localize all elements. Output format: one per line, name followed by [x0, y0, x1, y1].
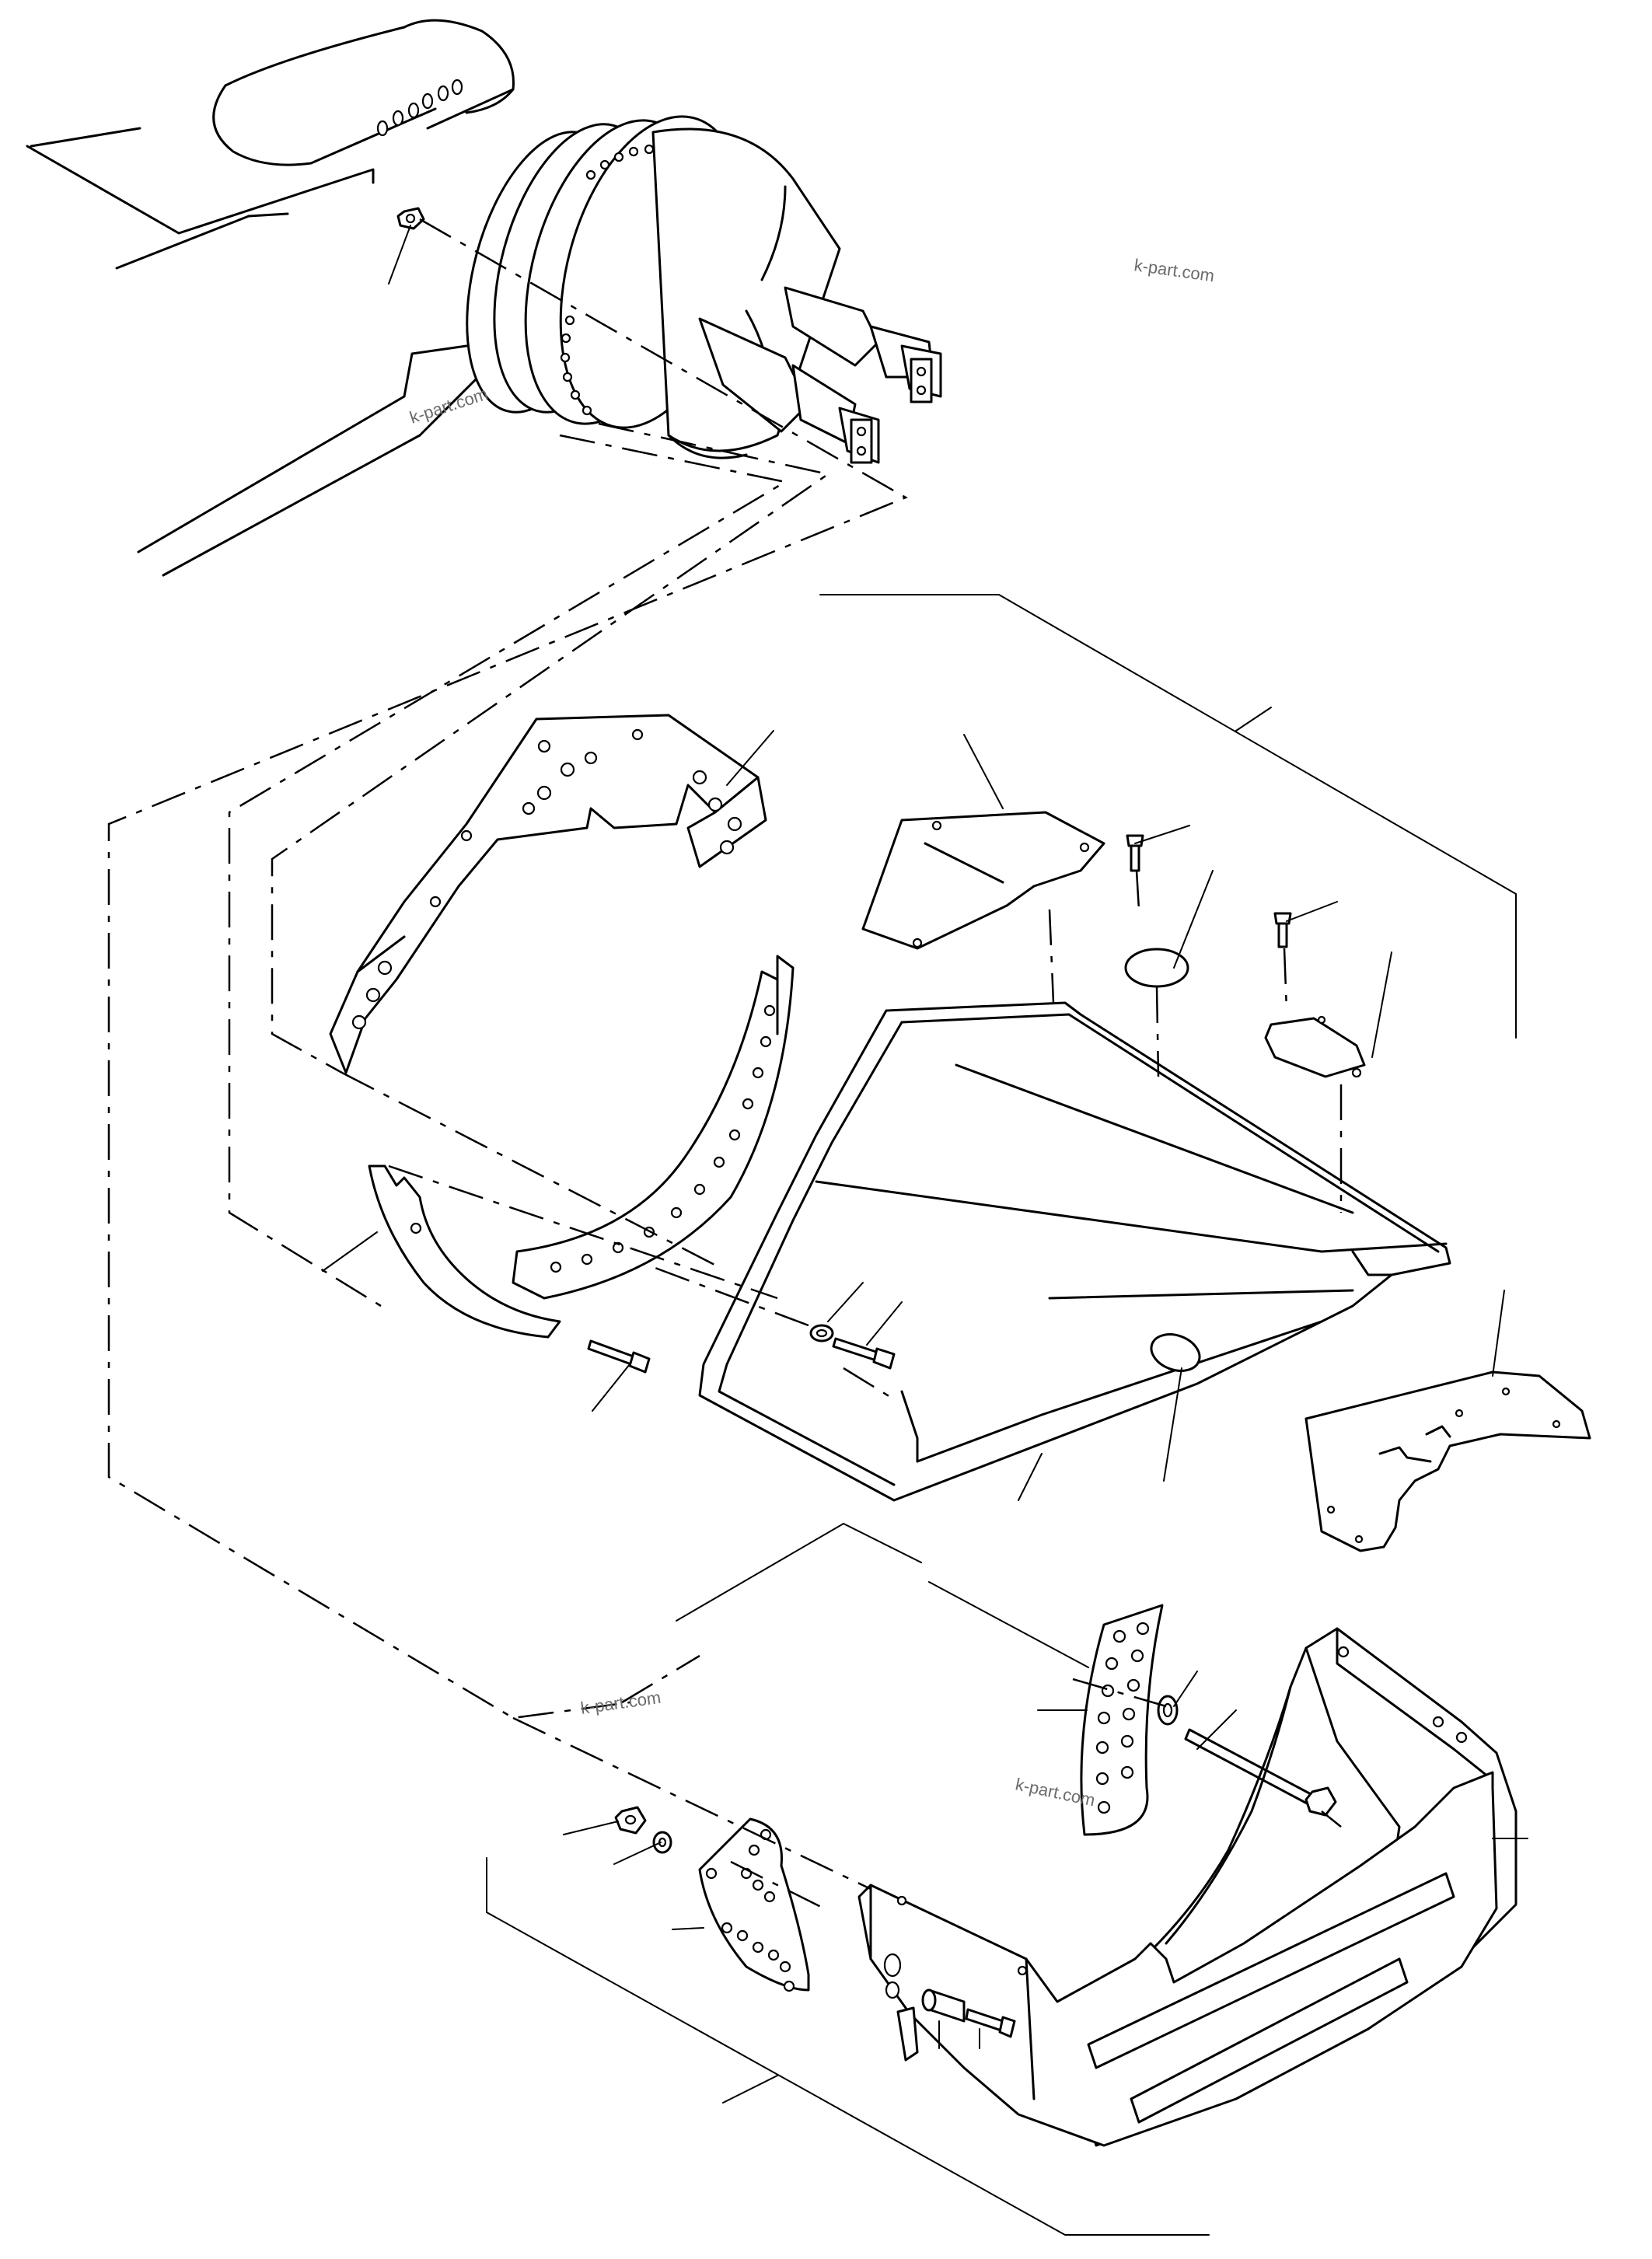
cradle-guard — [857, 1627, 1518, 2147]
watermark-text: k-part.com — [407, 384, 491, 428]
alignment-lines — [107, 218, 1343, 1910]
friction-pad-right — [1080, 1604, 1337, 1836]
flange-ring — [329, 714, 767, 1074]
watermark-text: k-part.com — [579, 1688, 662, 1718]
bolt-left-icon — [587, 1339, 651, 1374]
lower-ring-segment — [368, 1164, 561, 1339]
watermark-text: k-part.com — [1133, 255, 1215, 285]
ring-segment — [512, 955, 795, 1300]
friction-pad-left — [614, 1806, 810, 1992]
cover-plate — [861, 811, 1105, 950]
cover-hood — [698, 1001, 1451, 1502]
callout-leaders — [322, 225, 1528, 2236]
bracket-plate — [1304, 1370, 1591, 1552]
small-cover-parts — [1124, 834, 1366, 1078]
axle-hub — [26, 19, 942, 577]
